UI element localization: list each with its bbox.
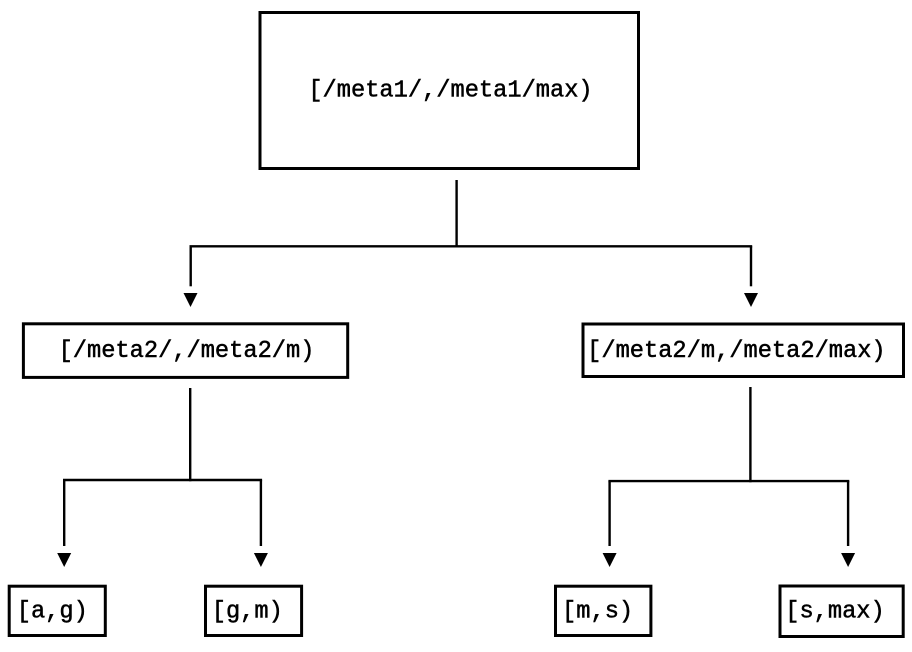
svg-text:[a,g): [a,g) bbox=[17, 599, 88, 626]
svg-text:[/meta2/m,/meta2/max): [/meta2/m,/meta2/max) bbox=[587, 338, 886, 365]
svg-text:[g,m): [g,m) bbox=[212, 599, 283, 626]
svg-text:[m,s): [m,s) bbox=[562, 599, 633, 626]
svg-text:[/meta2/,/meta2/m): [/meta2/,/meta2/m) bbox=[59, 338, 315, 365]
svg-text:[s,max): [s,max) bbox=[785, 599, 885, 626]
svg-text:[/meta1/,/meta1/max): [/meta1/,/meta1/max) bbox=[308, 78, 592, 105]
